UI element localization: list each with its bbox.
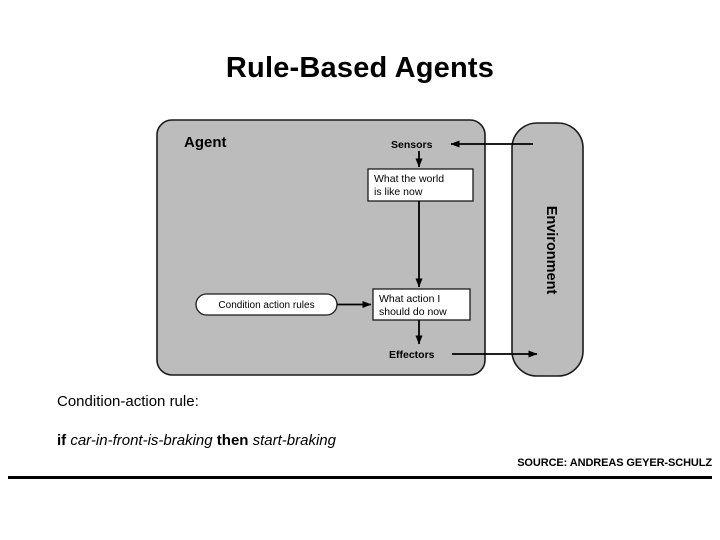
effectors-label: Effectors	[389, 349, 435, 361]
agent-container	[156, 119, 486, 376]
node-world-state-line2: is like now	[374, 186, 423, 198]
node-world-state	[367, 168, 474, 202]
rule-then-keyword: then	[216, 432, 249, 449]
condition-action-rule-heading: Condition-action rule:	[57, 393, 199, 410]
environment-container	[511, 122, 584, 377]
node-world-state-line1: What the world	[374, 173, 444, 185]
node-action-choice	[372, 288, 471, 321]
rule-expression: if car-in-front-is-braking then start-br…	[57, 432, 677, 450]
node-action-choice-line2: should do now	[379, 306, 447, 318]
sensors-label: Sensors	[391, 139, 433, 151]
rule-condition: car-in-front-is-braking	[70, 432, 213, 449]
environment-label: Environment	[543, 206, 559, 295]
rule-action: start-braking	[252, 432, 336, 449]
agent-label: Agent	[184, 134, 227, 151]
page-title: Rule-Based Agents	[225, 52, 495, 84]
agent-architecture-diagram: Agent Environment Sensors What the world…	[156, 119, 584, 377]
source-attribution: SOURCE: ANDREAS GEYER-SCHULZ	[517, 457, 712, 469]
footer-divider	[8, 476, 712, 479]
caption-block: Condition-action rule: if car-in-front-i…	[57, 393, 677, 450]
rule-if-keyword: if	[57, 432, 67, 449]
node-action-choice-line1: What action I	[379, 293, 440, 305]
condition-action-rules-label: Condition action rules	[218, 300, 314, 311]
